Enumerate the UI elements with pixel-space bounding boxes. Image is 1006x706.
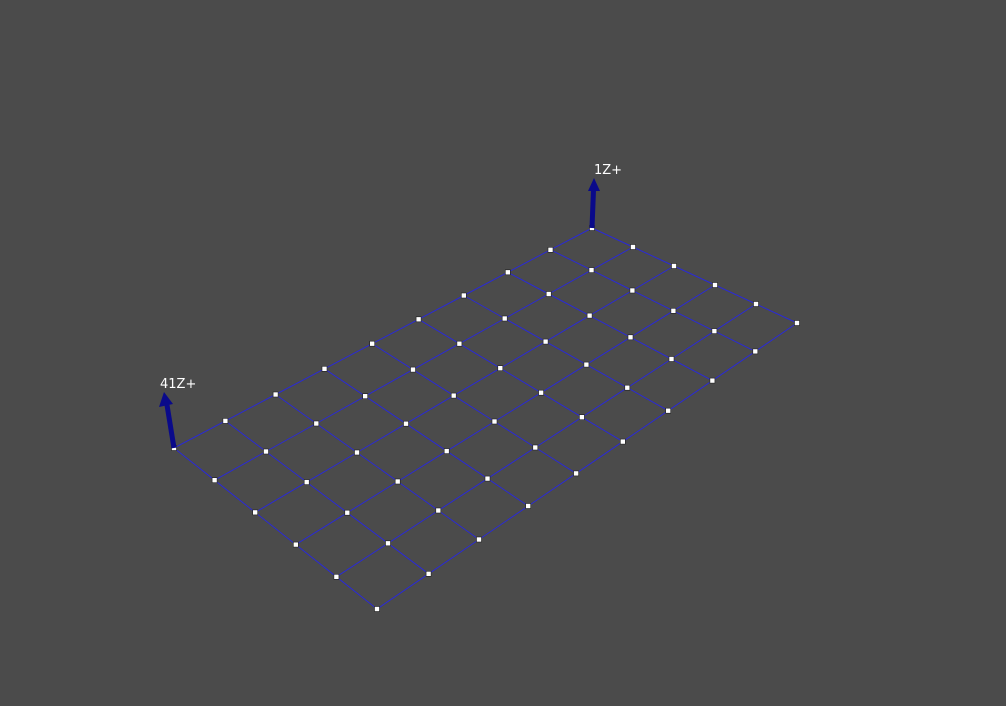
mesh-node[interactable] xyxy=(573,470,579,477)
mesh-node[interactable] xyxy=(333,573,340,580)
mesh-line-row xyxy=(376,322,798,610)
mesh-node[interactable] xyxy=(712,282,718,288)
mesh-node[interactable] xyxy=(624,384,631,391)
mesh-node[interactable] xyxy=(583,361,590,368)
mesh-line-row xyxy=(295,284,716,546)
mesh-line-column xyxy=(463,295,669,412)
mesh-node[interactable] xyxy=(450,392,457,399)
mesh-node[interactable] xyxy=(394,478,401,485)
mesh-node[interactable] xyxy=(415,316,422,323)
mesh-node[interactable] xyxy=(794,320,800,326)
mesh-node[interactable] xyxy=(344,509,351,516)
mesh-node[interactable] xyxy=(321,365,328,372)
mesh-node[interactable] xyxy=(374,606,380,612)
mesh-node[interactable] xyxy=(211,477,218,484)
mesh-node[interactable] xyxy=(753,301,759,307)
mesh-node[interactable] xyxy=(629,287,636,294)
mesh-lines xyxy=(173,227,798,610)
load-label-node-1: 1Z+ xyxy=(594,163,622,178)
mesh-line-row xyxy=(173,227,593,449)
mesh-node[interactable] xyxy=(630,244,636,250)
mesh-node[interactable] xyxy=(272,391,279,398)
mesh-line-column xyxy=(418,318,624,443)
mesh-node[interactable] xyxy=(671,263,677,269)
arrow-head-icon xyxy=(159,392,173,407)
mesh-node[interactable] xyxy=(711,328,718,334)
mesh-node[interactable] xyxy=(456,340,463,347)
mesh-line-column xyxy=(275,394,480,540)
mesh-node[interactable] xyxy=(313,420,320,427)
mesh-node[interactable] xyxy=(752,348,759,355)
mesh-node[interactable] xyxy=(362,393,369,400)
mesh-node[interactable] xyxy=(491,418,498,425)
mesh-node[interactable] xyxy=(532,444,539,451)
mesh-node[interactable] xyxy=(497,365,504,372)
mesh-line-column xyxy=(173,447,378,610)
mesh-line-column xyxy=(225,420,429,575)
mesh-node[interactable] xyxy=(668,356,675,362)
mesh-node[interactable] xyxy=(252,509,258,516)
mesh-node[interactable] xyxy=(670,307,677,314)
mesh-node[interactable] xyxy=(403,420,409,427)
mesh-node[interactable] xyxy=(588,267,595,273)
mesh-node[interactable] xyxy=(525,503,532,509)
mesh-line-row xyxy=(254,265,675,513)
mesh-line-column xyxy=(324,368,529,507)
mesh-node[interactable] xyxy=(619,438,626,445)
mesh-node[interactable] xyxy=(709,377,716,384)
mesh-line-column xyxy=(591,227,798,324)
mesh-node[interactable] xyxy=(627,334,634,341)
mesh-node[interactable] xyxy=(484,475,491,482)
mesh-node[interactable] xyxy=(222,418,229,424)
mesh-node[interactable] xyxy=(385,540,391,547)
mesh-node[interactable] xyxy=(425,570,432,577)
mesh-node[interactable] xyxy=(665,407,672,414)
mesh-node[interactable] xyxy=(586,312,593,319)
mesh-node[interactable] xyxy=(303,479,310,485)
mesh-node[interactable] xyxy=(263,448,269,455)
arrow-head-icon xyxy=(588,178,600,191)
mesh-node[interactable] xyxy=(545,291,552,297)
load-label-node-41: 41Z+ xyxy=(160,377,196,392)
mesh-node[interactable] xyxy=(504,269,511,276)
mesh-node[interactable] xyxy=(460,292,467,299)
mesh-line-column xyxy=(550,249,756,352)
mesh-line-row xyxy=(214,246,634,481)
mesh-line-column xyxy=(507,271,713,382)
mesh-node[interactable] xyxy=(579,414,585,421)
mesh-node[interactable] xyxy=(435,507,442,514)
mesh-node[interactable] xyxy=(547,247,554,253)
mesh-node[interactable] xyxy=(292,541,299,548)
arrow-shaft xyxy=(164,404,177,449)
mesh-node[interactable] xyxy=(443,448,450,454)
mesh-line-row xyxy=(336,303,757,578)
load-arrow-node-1[interactable]: 1Z+ xyxy=(588,163,622,229)
mesh-line-column xyxy=(371,343,577,474)
mesh-node[interactable] xyxy=(476,536,482,543)
mesh-node[interactable] xyxy=(410,366,416,373)
arrow-shaft xyxy=(589,189,596,229)
mesh-nodes xyxy=(171,225,800,612)
load-arrow-node-41[interactable]: 41Z+ xyxy=(159,377,196,449)
mesh-node[interactable] xyxy=(354,449,360,456)
mesh-node[interactable] xyxy=(369,340,376,347)
mesh-node[interactable] xyxy=(501,315,508,322)
mesh-node[interactable] xyxy=(538,389,544,396)
mesh-node[interactable] xyxy=(542,338,549,345)
